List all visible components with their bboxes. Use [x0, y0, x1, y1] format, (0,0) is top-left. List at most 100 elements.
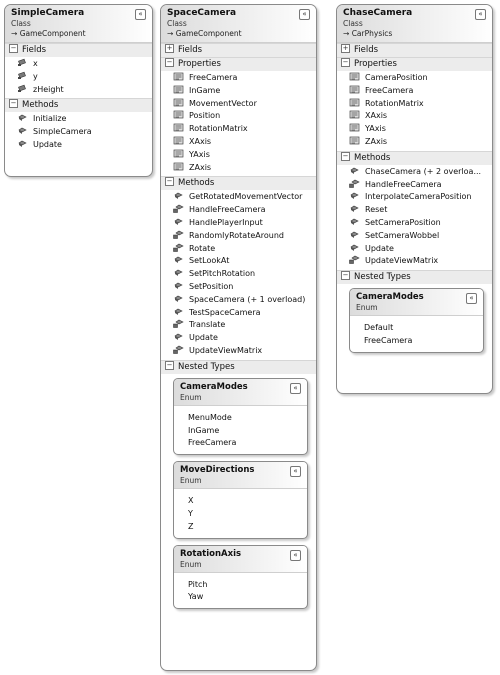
- member-item[interactable]: MovementVector: [161, 98, 316, 111]
- collapse-nested-button[interactable]: «: [290, 549, 301, 561]
- expand-icon[interactable]: +: [165, 44, 174, 53]
- method-icon: [349, 166, 360, 175]
- member-item[interactable]: zHeight: [5, 84, 152, 97]
- member-item[interactable]: ZAxis: [337, 136, 492, 149]
- member-item[interactable]: SimpleCamera: [5, 126, 152, 139]
- collapse-icon[interactable]: −: [9, 44, 18, 53]
- collapse-class-button[interactable]: «: [475, 9, 486, 20]
- member-item[interactable]: SetCameraPosition: [337, 217, 492, 230]
- member-item[interactable]: RotationMatrix: [161, 123, 316, 136]
- collapse-icon[interactable]: −: [165, 58, 174, 67]
- collapse-icon[interactable]: −: [341, 271, 350, 281]
- member-name: SetLookAt: [189, 256, 230, 266]
- member-item[interactable]: FreeCamera: [161, 72, 316, 85]
- protected-method-icon: [173, 204, 184, 213]
- member-item[interactable]: SetLookAt: [161, 255, 316, 268]
- section-header[interactable]: −Properties: [337, 57, 492, 71]
- protected-method-icon: [349, 255, 360, 265]
- member-item[interactable]: y: [5, 71, 152, 84]
- member-item[interactable]: FreeCamera: [337, 85, 492, 98]
- member-name: SetCameraPosition: [365, 217, 441, 227]
- collapse-nested-button[interactable]: «: [466, 293, 477, 305]
- member-item[interactable]: RotationMatrix: [337, 98, 492, 111]
- base-type-name: GameComponent: [19, 29, 86, 38]
- member-name: FreeCamera: [189, 73, 238, 82]
- member-item[interactable]: Position: [161, 110, 316, 123]
- collapse-nested-button[interactable]: «: [290, 466, 301, 478]
- collapse-class-button[interactable]: «: [299, 9, 310, 20]
- section-header[interactable]: −Methods: [337, 150, 492, 165]
- member-item[interactable]: UpdateViewMatrix: [337, 255, 492, 268]
- collapse-icon[interactable]: −: [165, 177, 174, 187]
- member-item[interactable]: HandleFreeCamera: [337, 179, 492, 192]
- member-item[interactable]: Update: [337, 243, 492, 256]
- member-item[interactable]: HandlePlayerInput: [161, 217, 316, 230]
- collapse-class-button[interactable]: «: [135, 9, 146, 20]
- member-item[interactable]: Update: [161, 332, 316, 345]
- member-item[interactable]: SetPitchRotation: [161, 268, 316, 281]
- member-name: SetPosition: [189, 281, 234, 291]
- member-item[interactable]: CameraPosition: [337, 72, 492, 85]
- field-icon: [17, 71, 28, 80]
- section-header[interactable]: −Fields: [5, 43, 152, 57]
- member-item[interactable]: InterpolateCameraPosition: [337, 191, 492, 204]
- collapse-icon[interactable]: −: [341, 151, 350, 161]
- section-header[interactable]: −Nested Types: [337, 270, 492, 285]
- section-header[interactable]: −Methods: [161, 176, 316, 191]
- member-item[interactable]: SetCameraWobbel: [337, 230, 492, 243]
- member-item[interactable]: GetRotatedMovementVector: [161, 191, 316, 204]
- method-icon: [173, 268, 184, 277]
- collapse-icon[interactable]: −: [341, 58, 350, 67]
- section-header[interactable]: −Methods: [5, 98, 152, 113]
- member-item[interactable]: Reset: [337, 204, 492, 217]
- member-item[interactable]: InGame: [161, 85, 316, 98]
- collapse-nested-button[interactable]: «: [290, 382, 301, 394]
- nested-type-name: MoveDirections: [180, 465, 255, 476]
- member-item[interactable]: YAxis: [337, 123, 492, 136]
- member-item[interactable]: ZAxis: [161, 162, 316, 175]
- member-item[interactable]: Rotate: [161, 243, 316, 256]
- expand-icon[interactable]: +: [341, 44, 350, 53]
- member-item[interactable]: TestSpaceCamera: [161, 307, 316, 320]
- member-item[interactable]: ChaseCamera (+ 2 overloa...: [337, 166, 492, 179]
- member-item[interactable]: RandomlyRotateAround: [161, 230, 316, 243]
- member-item[interactable]: UpdateViewMatrix: [161, 345, 316, 358]
- member-item[interactable]: SpaceCamera (+ 1 overload): [161, 294, 316, 307]
- member-item[interactable]: Translate: [161, 319, 316, 332]
- member-item[interactable]: SetPosition: [161, 281, 316, 294]
- section-title: Nested Types: [354, 272, 411, 283]
- member-name: HandlePlayerInput: [189, 217, 263, 227]
- member-item[interactable]: XAxis: [337, 110, 492, 123]
- section-header[interactable]: +Fields: [161, 43, 316, 57]
- field-icon: [17, 58, 28, 67]
- member-item[interactable]: Update: [5, 139, 152, 152]
- section-header[interactable]: −Properties: [161, 57, 316, 71]
- member-item[interactable]: XAxis: [161, 136, 316, 149]
- enum-value: X: [188, 496, 194, 506]
- member-item[interactable]: HandleFreeCamera: [161, 204, 316, 217]
- section-header[interactable]: −Nested Types: [161, 359, 316, 374]
- section-title: Nested Types: [178, 361, 235, 372]
- member-list: ChaseCamera (+ 2 overloa...HandleFreeCam…: [337, 165, 492, 270]
- section-header[interactable]: +Fields: [337, 43, 492, 57]
- member-item[interactable]: x: [5, 58, 152, 71]
- member-name: y: [33, 71, 38, 81]
- property-icon: [173, 72, 184, 81]
- member-item[interactable]: YAxis: [161, 149, 316, 162]
- member-name: GetRotatedMovementVector: [189, 192, 303, 202]
- member-item[interactable]: Initialize: [5, 113, 152, 126]
- member-name: SpaceCamera (+ 1 overload): [189, 294, 306, 304]
- base-type: → CarPhysics: [343, 28, 486, 39]
- member-name: Position: [189, 111, 221, 121]
- enum-value: InGame: [188, 425, 220, 435]
- member-name: TestSpaceCamera: [189, 307, 261, 317]
- collapse-icon[interactable]: −: [165, 360, 174, 370]
- protected-method-icon: [173, 319, 184, 329]
- base-type-name: CarPhysics: [351, 29, 393, 38]
- enum-value: Default: [364, 323, 394, 333]
- collapse-icon[interactable]: −: [9, 99, 18, 109]
- base-type: → GameComponent: [11, 28, 146, 39]
